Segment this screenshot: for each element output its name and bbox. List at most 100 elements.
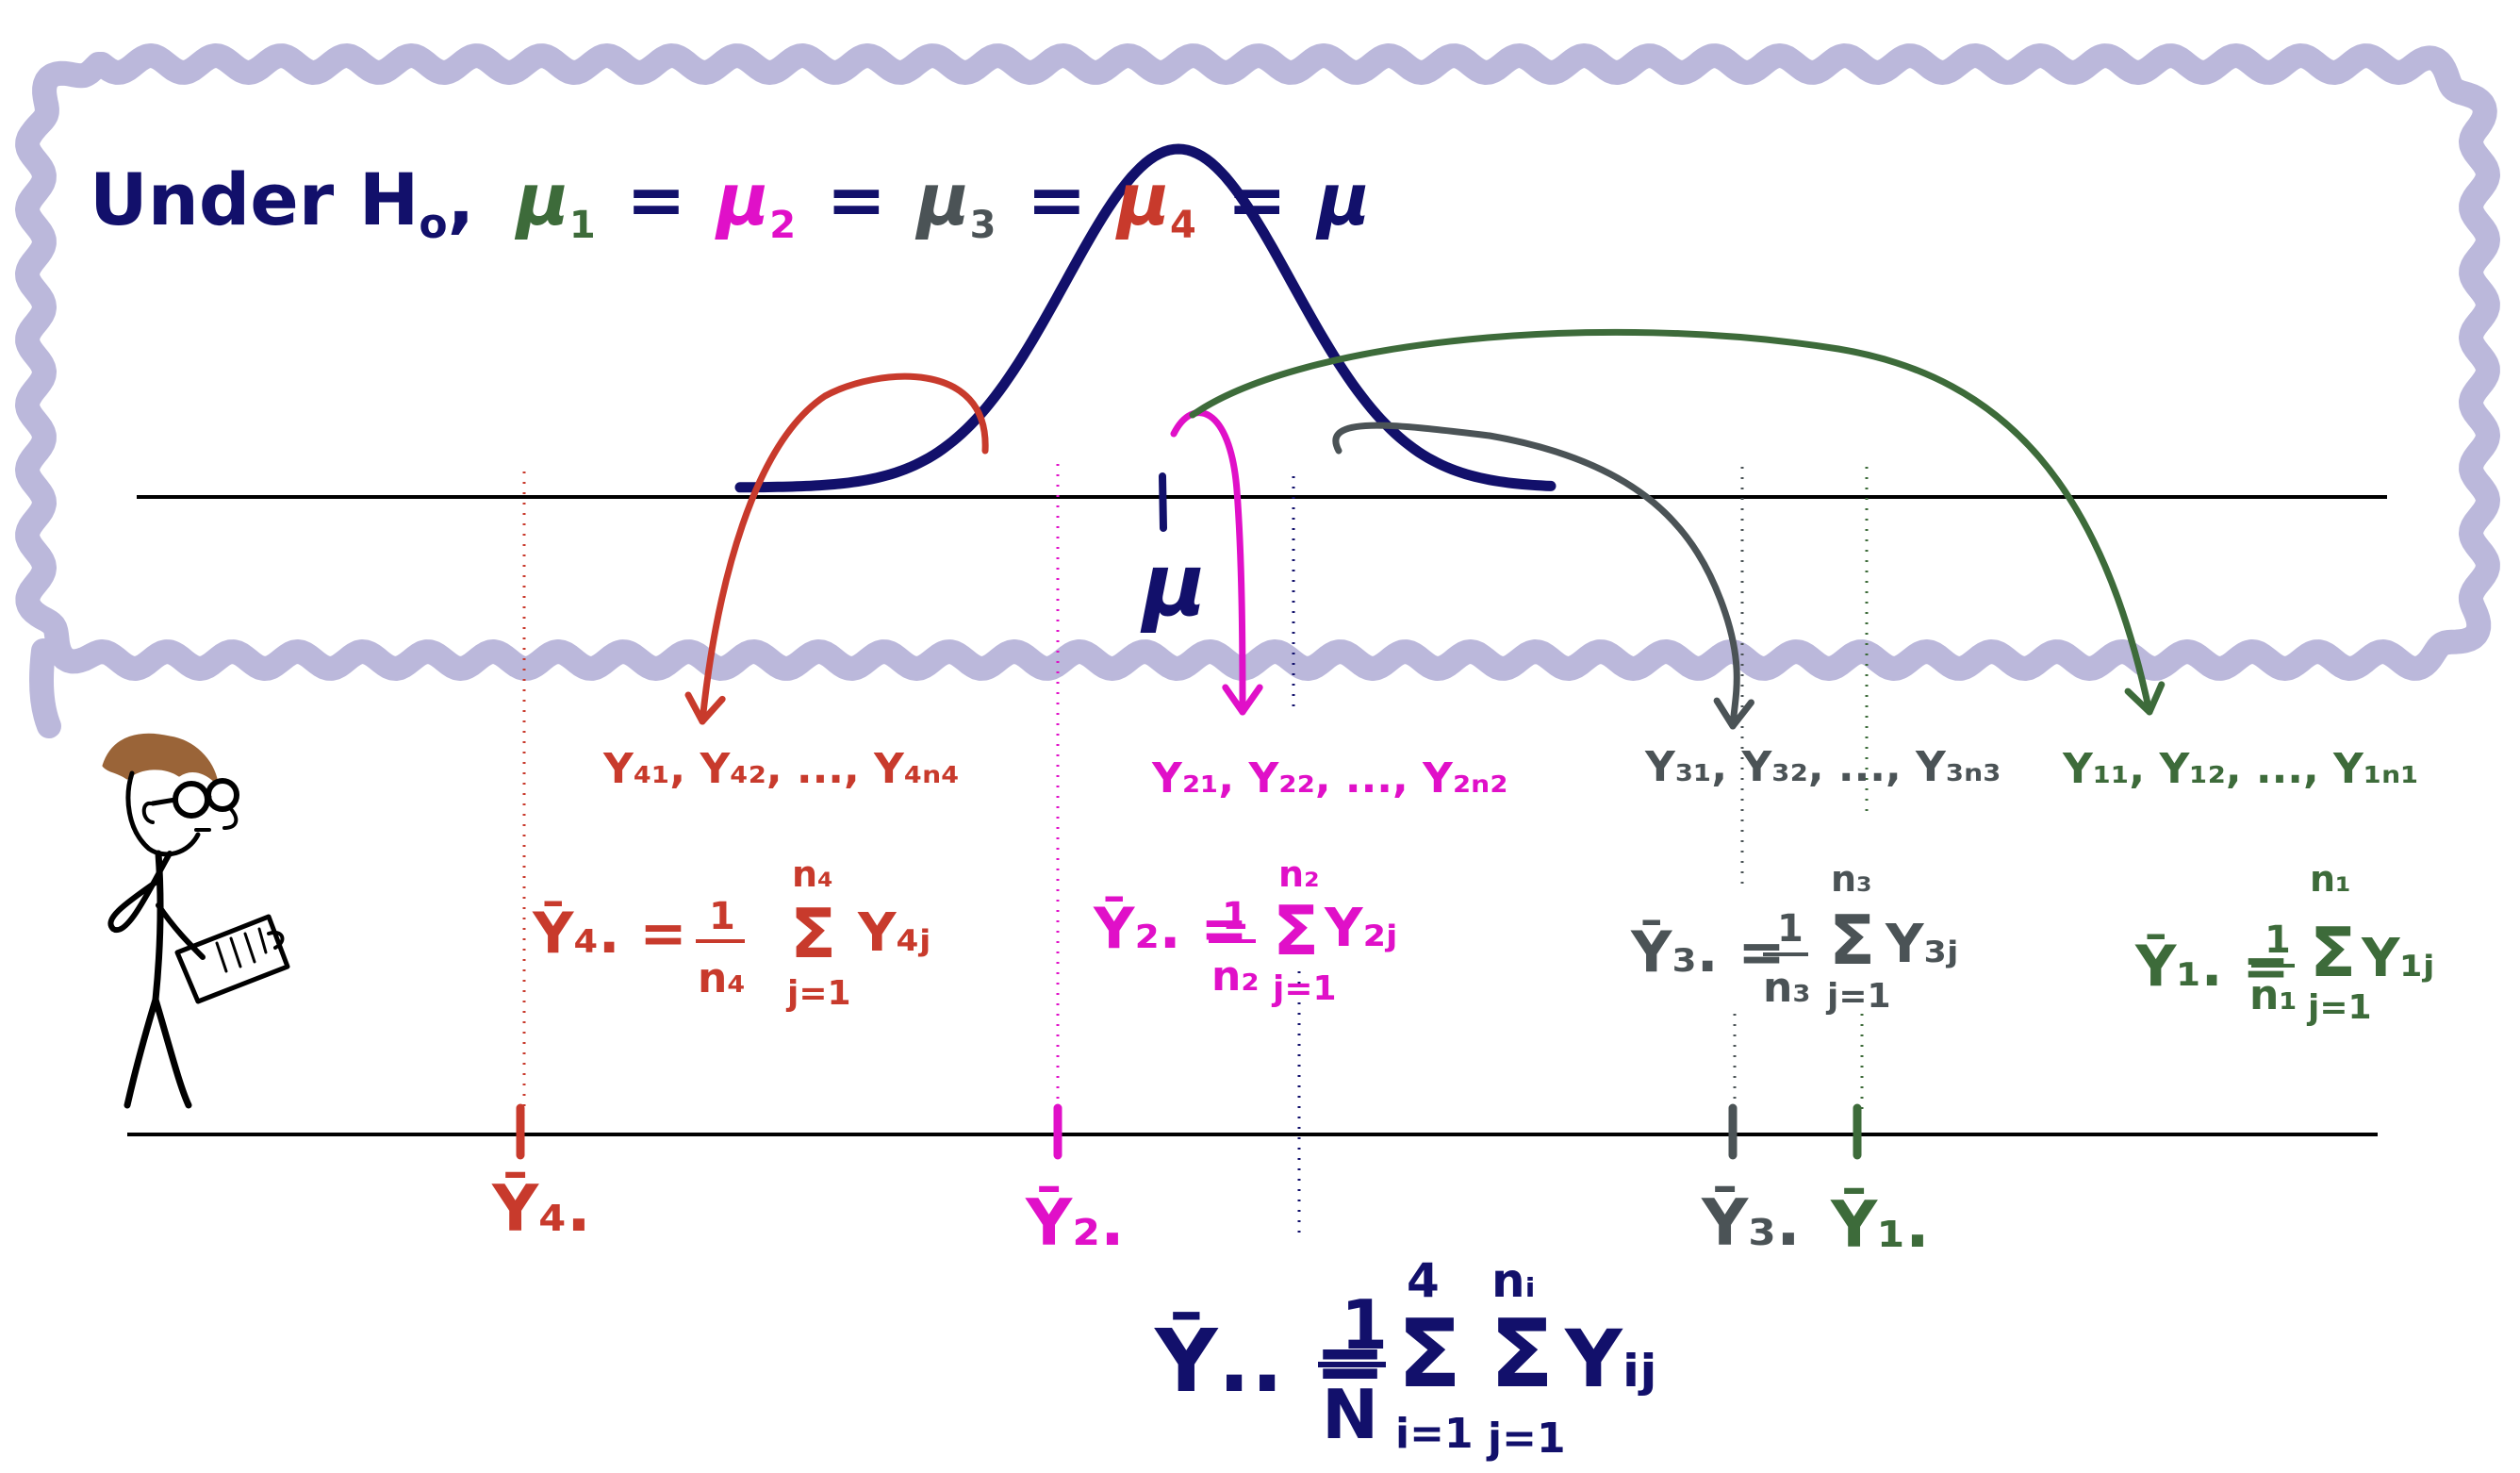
head-outline bbox=[125, 770, 201, 857]
group-1-term: Y₁ⱼ bbox=[2361, 928, 2434, 989]
equals-1: = bbox=[626, 157, 686, 241]
group-3-sum-top: n₃ bbox=[1831, 858, 1872, 900]
under-h-text: Under H bbox=[90, 157, 419, 241]
group-1-samples: Y₁₁, Y₁₂, ..., Y₁ₙ₁ bbox=[2062, 745, 2419, 793]
mu-tick bbox=[1159, 472, 1167, 532]
group-3-frac-num: 1 bbox=[1777, 907, 1804, 951]
group-mean-ticks bbox=[516, 1103, 1862, 1160]
grand-mean-frac-num: 1 bbox=[1341, 1285, 1388, 1365]
holding-arm bbox=[156, 902, 206, 960]
h-subscript: o bbox=[419, 200, 447, 248]
group-3-frac-den: n₃ bbox=[1763, 964, 1811, 1012]
arrow-to-group-4-shaft bbox=[699, 372, 989, 725]
arrow-to-group-4 bbox=[684, 372, 989, 725]
nose bbox=[222, 807, 239, 830]
group-1-frac-den: n₁ bbox=[2249, 971, 2298, 1019]
mu-4: μ bbox=[1114, 157, 1170, 241]
arrow-to-group-1 bbox=[1189, 328, 2166, 716]
group-2-axis-label: Ȳ₂. bbox=[1025, 1185, 1125, 1261]
group-4-mean-lhs: Ȳ₄. = bbox=[532, 900, 687, 967]
group-3: Y₃₁, Y₃₂, ..., Y₃ₙ₃ Ȳ₃. = 1 n₃ n₃ Σ j=1 … bbox=[1630, 743, 2001, 1261]
grand-mean-outer-sum: Σ bbox=[1397, 1299, 1461, 1409]
group-4-sum-top: n₄ bbox=[792, 853, 833, 895]
glasses-left-lens bbox=[206, 778, 239, 812]
mu-2: μ bbox=[714, 157, 769, 241]
hair bbox=[102, 733, 219, 785]
glasses-arm bbox=[150, 797, 178, 806]
group-4: Y₄₁, Y₄₂, ..., Y₄ₙ₄ Ȳ₄. = 1 n₄ n₄ Σ j=1 … bbox=[491, 745, 960, 1247]
grand-mean-frac-den: N bbox=[1322, 1375, 1378, 1454]
normal-curve bbox=[734, 143, 1556, 493]
mu-3: μ bbox=[914, 157, 970, 241]
group-4-sum-symbol: Σ bbox=[790, 894, 836, 973]
thinking-arm bbox=[107, 851, 173, 934]
clipboard bbox=[174, 914, 290, 1004]
arrow-to-group-3 bbox=[1332, 422, 1754, 730]
group-3-axis-label: Ȳ₃. bbox=[1701, 1185, 1801, 1261]
arrow-to-group-3-shaft bbox=[1332, 422, 1740, 730]
group-2: Y₂₁, Y₂₂, ..., Y₂ₙ₂ Ȳ₂. = 1 n₂ n₂ Σ j=1 … bbox=[1025, 754, 1508, 1261]
glasses-right-lens bbox=[173, 781, 210, 819]
group-3-samples: Y₃₁, Y₃₂, ..., Y₃ₙ₃ bbox=[1644, 743, 2001, 791]
group-1-sum-top: n₁ bbox=[2310, 858, 2351, 900]
hand bbox=[267, 930, 285, 950]
arrow-to-group-1-shaft bbox=[1189, 328, 2153, 716]
group-3-mean-lhs: Ȳ₃. = bbox=[1630, 919, 1786, 985]
hypothesis-heading: Under Ho, μ1 = μ2 = μ3 = μ4 = μ bbox=[90, 157, 1370, 255]
group-4-frac-num: 1 bbox=[709, 895, 735, 938]
left-leg bbox=[124, 996, 159, 1109]
group-2-frac-num: 1 bbox=[1222, 895, 1248, 938]
grand-mean-inner-bottom: j=1 bbox=[1486, 1415, 1566, 1463]
dotted-guides bbox=[522, 464, 1869, 1235]
group-4-samples: Y₄₁, Y₄₂, ..., Y₄ₙ₄ bbox=[602, 745, 960, 793]
grand-mean-term: Yᵢⱼ bbox=[1564, 1313, 1657, 1405]
arrow-to-group-4-head bbox=[684, 691, 726, 725]
group-4-sum-bottom: j=1 bbox=[785, 974, 851, 1013]
mu-label: μ bbox=[1140, 535, 1207, 636]
group-2-term: Y₂ⱼ bbox=[1324, 898, 1397, 959]
frame-tail bbox=[29, 638, 61, 738]
right-leg bbox=[152, 996, 192, 1109]
sub-1: 1 bbox=[569, 204, 596, 247]
group-1-sum-symbol: Σ bbox=[2310, 913, 2356, 992]
group-2-sum-symbol: Σ bbox=[1273, 891, 1319, 970]
equals-3: = bbox=[1027, 157, 1087, 241]
equals-4: = bbox=[1227, 157, 1287, 241]
glasses-bridge bbox=[205, 794, 212, 801]
equals-2: = bbox=[827, 157, 887, 241]
sub-4: 4 bbox=[1170, 204, 1196, 247]
group-2-frac-den: n₂ bbox=[1211, 952, 1260, 1001]
group-2-samples: Y₂₁, Y₂₂, ..., Y₂ₙ₂ bbox=[1151, 754, 1508, 803]
group-2-sum-top: n₂ bbox=[1278, 853, 1320, 895]
group-3-sum-symbol: Σ bbox=[1829, 901, 1875, 980]
group-4-term: Y₄ⱼ bbox=[857, 902, 931, 964]
group-1-frac-num: 1 bbox=[2265, 919, 2291, 962]
grand-mean-inner-sum: Σ bbox=[1490, 1299, 1554, 1409]
comma: , bbox=[448, 157, 475, 241]
grand-mean-lhs: Ȳ.. = bbox=[1154, 1311, 1387, 1412]
mu-common: μ bbox=[1315, 157, 1371, 241]
group-3-term: Y₃ⱼ bbox=[1885, 914, 1958, 975]
grand-mean-outer-bottom: i=1 bbox=[1395, 1410, 1474, 1458]
clipboard-lines bbox=[215, 927, 268, 973]
sub-3: 3 bbox=[970, 204, 996, 247]
group-1-sum-bottom: j=1 bbox=[2306, 988, 2372, 1027]
grand-mean-outer-top: 4 bbox=[1407, 1253, 1440, 1308]
grand-mean-formula: Ȳ.. = 1 N 4 Σ i=1 nᵢ Σ j=1 Yᵢⱼ bbox=[1154, 1253, 1657, 1463]
arrow-to-group-3-head bbox=[1713, 697, 1754, 730]
arrow-to-group-1-head bbox=[2124, 681, 2166, 716]
group-2-sum-bottom: j=1 bbox=[1271, 969, 1337, 1008]
group-4-frac-den: n₄ bbox=[698, 954, 746, 1002]
group-1: Y₁₁, Y₁₂, ..., Y₁ₙ₁ Ȳ₁. = 1 n₁ n₁ Σ j=1 … bbox=[1830, 745, 2434, 1263]
group-1-axis-label: Ȳ₁. bbox=[1830, 1187, 1930, 1263]
group-4-axis-label: Ȳ₄. bbox=[491, 1171, 591, 1247]
researcher-figure-icon bbox=[102, 733, 290, 1109]
ear bbox=[141, 801, 155, 824]
sub-2: 2 bbox=[769, 204, 796, 247]
sampling-arrows bbox=[684, 328, 2166, 730]
group-2-mean-lhs: Ȳ₂. = bbox=[1093, 895, 1248, 962]
arrow-to-group-2-head bbox=[1222, 684, 1263, 716]
group-3-sum-bottom: j=1 bbox=[1825, 977, 1891, 1016]
